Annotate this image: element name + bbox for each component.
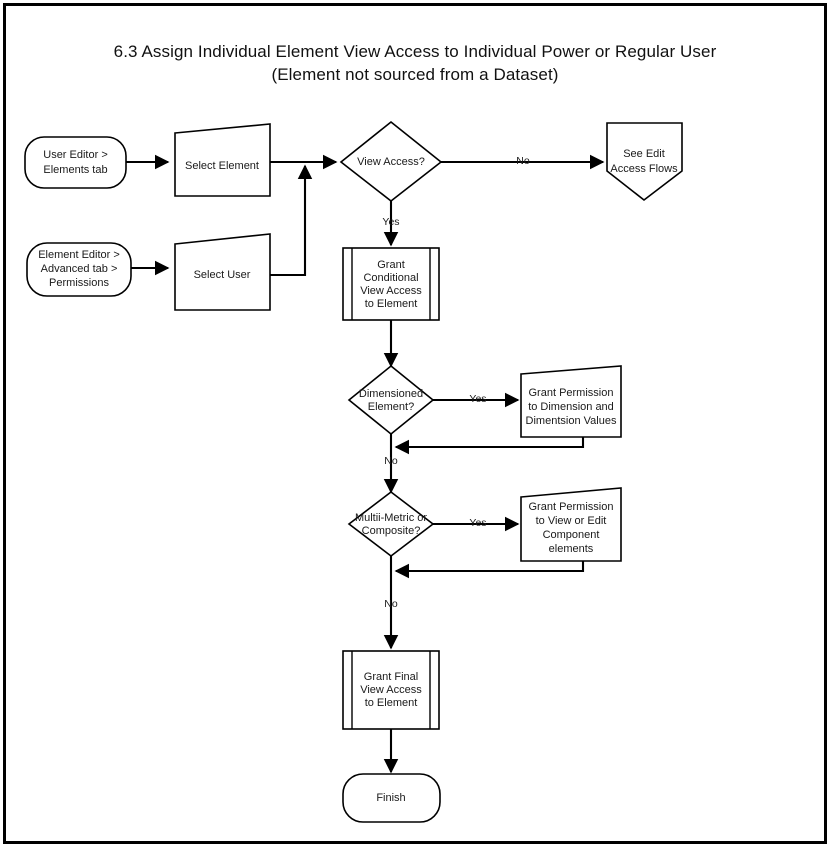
edge-label-multi-metric-no: No (384, 598, 398, 610)
node-grant-final[interactable]: Grant Final View Access to Element (342, 650, 440, 730)
node-label-line-1: Select Element (185, 160, 259, 172)
node-label-line-1: Grant Permission (529, 387, 614, 399)
node-grant-conditional[interactable]: Grant Conditional View Access to Element (342, 247, 440, 321)
manual-input-shape (520, 487, 622, 562)
node-label-line-2: Composite? (362, 525, 421, 537)
manual-input-shape (174, 233, 271, 311)
node-label-line-1: View Access? (357, 156, 425, 168)
node-label-line-3: Dimentsion Values (526, 415, 617, 427)
manual-input-shape (520, 365, 622, 438)
node-multi-metric[interactable]: Multii-Metric or Composite? (347, 490, 435, 558)
node-label-line-4: to Element (365, 298, 418, 310)
edge-grant-dimension-back-to-main (394, 437, 585, 455)
decision-shape (339, 120, 443, 203)
node-label-line-1: Select User (194, 269, 251, 281)
connectors (126, 154, 605, 774)
edge-label-dimensioned-no: No (384, 455, 398, 467)
decision-shape (347, 364, 435, 436)
node-label-line-2: Element? (368, 401, 414, 413)
node-label-line-2: Conditional (363, 272, 418, 284)
node-label-line-2: to Dimension and (528, 401, 614, 413)
node-label-line-1: Grant Permission (529, 501, 614, 513)
terminator-shape (342, 773, 441, 823)
node-view-access[interactable]: View Access? (339, 120, 443, 203)
edge-label-multi-metric-yes: Yes (469, 517, 486, 529)
node-label-line-1: Element Editor > (38, 249, 120, 261)
node-label-line-3: Component (543, 529, 600, 541)
node-finish[interactable]: Finish (342, 773, 441, 823)
edge-label-view-access-no: No (516, 155, 530, 167)
node-label-line-3: View Access (360, 285, 422, 297)
edge-select-user-to-main-line (270, 164, 313, 277)
predefined-process-shape (342, 247, 440, 321)
node-start-user-editor[interactable]: User Editor > Elements tab (24, 136, 127, 189)
off-page-connector-shape (606, 122, 683, 202)
title-line-2: (Element not sourced from a Dataset) (271, 65, 559, 85)
node-label-line-1: User Editor > (43, 149, 108, 161)
terminator-shape (24, 136, 127, 189)
node-dimensioned[interactable]: Dimensioned Element? (347, 364, 435, 436)
node-label-line-1: Grant (377, 259, 405, 271)
node-start-element-editor[interactable]: Element Editor > Advanced tab > Permissi… (26, 242, 132, 297)
node-label-line-1: Dimensioned (359, 388, 423, 400)
node-label-line-1: Grant Final (364, 671, 418, 683)
node-label-line-1: See Edit (623, 148, 665, 160)
node-select-element[interactable]: Select Element (174, 123, 271, 197)
node-label-line-1: Multii-Metric or (355, 512, 427, 524)
title-line-1: 6.3 Assign Individual Element View Acces… (113, 42, 717, 61)
edge-labels: No Yes Yes No Yes No (382, 155, 529, 610)
node-label-line-2: Elements tab (43, 164, 107, 176)
node-label-line-1: Finish (376, 792, 405, 804)
node-label-line-3: Permissions (49, 277, 109, 289)
node-label-line-2: Advanced tab > (41, 263, 118, 275)
node-see-edit-access[interactable]: See Edit Access Flows (606, 122, 683, 202)
terminator-shape (26, 242, 132, 297)
node-label-line-2: to View or Edit (536, 515, 607, 527)
edge-label-view-access-yes: Yes (382, 216, 399, 228)
node-grant-component[interactable]: Grant Permission to View or Edit Compone… (520, 487, 622, 562)
node-label-line-2: Access Flows (610, 163, 678, 175)
page-title: 6.3 Assign Individual Element View Acces… (0, 40, 830, 87)
decision-shape (347, 490, 435, 558)
node-select-user[interactable]: Select User (174, 233, 271, 311)
node-label-line-3: to Element (365, 697, 418, 709)
node-grant-dimension[interactable]: Grant Permission to Dimension and Diment… (520, 365, 622, 438)
node-label-line-4: elements (549, 543, 594, 555)
predefined-process-shape (342, 650, 440, 730)
edge-grant-component-back-to-main (394, 561, 585, 579)
manual-input-shape (174, 123, 271, 197)
edge-label-dimensioned-yes: Yes (469, 393, 486, 405)
node-label-line-2: View Access (360, 684, 422, 696)
